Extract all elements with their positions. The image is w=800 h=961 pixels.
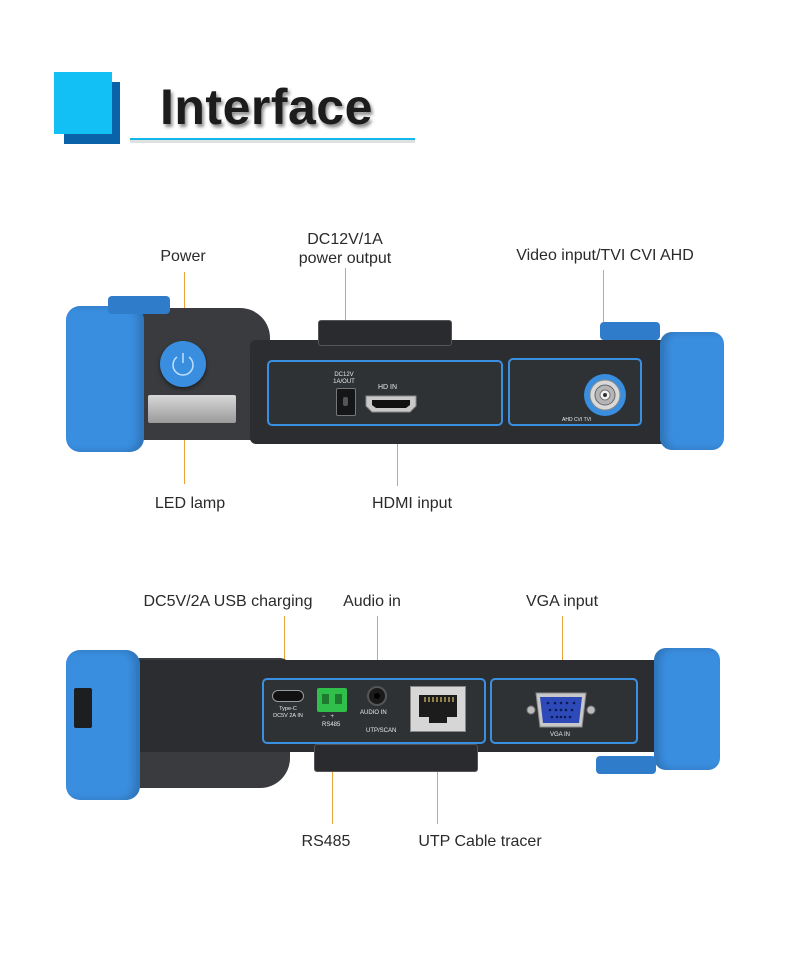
dc-port-label: DC12V 1A/OUT	[333, 372, 355, 385]
led-lamp	[148, 395, 236, 423]
leader-power	[184, 272, 185, 338]
bnc-port-label: AHD CVI TVI	[562, 417, 592, 423]
label-dc-power-output: DC12V/1A power output	[298, 231, 392, 267]
bottom-right-bumper-tab	[596, 756, 656, 774]
type-c-port-label: Type-C DC5V 2A IN	[273, 706, 303, 719]
bnc-video-port[interactable]	[582, 372, 628, 418]
top-port-panel	[267, 360, 503, 426]
power-icon	[172, 353, 194, 376]
vga-port-panel	[490, 678, 638, 744]
label-vga-input: VGA input	[525, 593, 599, 610]
hdmi-port-icon	[365, 395, 417, 413]
page-title: Interface	[160, 79, 373, 135]
leader-rs485	[332, 738, 333, 824]
rs485-port-label: RS485	[322, 722, 341, 728]
leader-vga-input	[562, 616, 563, 674]
audio-in-jack[interactable]	[367, 686, 387, 706]
label-hdmi-input: HDMI input	[371, 495, 453, 512]
header-square-front	[54, 72, 112, 134]
power-button[interactable]	[160, 341, 206, 387]
vga-connector-icon	[526, 692, 596, 728]
rj45-port-icon	[419, 695, 457, 723]
top-right-bumper	[660, 332, 724, 450]
audio-in-label: AUDIO IN	[360, 710, 387, 716]
top-device-view: Power DC12V/1A power output Video input/…	[66, 231, 724, 512]
hdmi-port-label: HD IN	[378, 384, 398, 391]
top-right-bumper-tab	[600, 322, 660, 340]
label-utp-tracer: UTP Cable tracer	[418, 833, 542, 850]
bottom-right-bumper	[654, 648, 720, 770]
header-underline	[130, 138, 415, 140]
header-underline-shadow	[130, 140, 415, 143]
rs485-terminal[interactable]	[317, 688, 347, 712]
rs485-pin-label: − +	[322, 714, 335, 720]
leader-usb-charging	[284, 616, 285, 674]
top-left-bumper-tab	[108, 296, 170, 314]
top-device-handle	[318, 320, 452, 346]
label-rs485: RS485	[301, 833, 351, 850]
top-left-bumper	[66, 306, 144, 452]
leader-led-lamp	[184, 420, 185, 484]
dc-output-port[interactable]	[336, 388, 356, 416]
utp-scan-label: UTP/SCAN	[366, 728, 397, 734]
leader-hdmi-input	[397, 420, 398, 486]
label-usb-charging: DC5V/2A USB charging	[143, 593, 313, 610]
bottom-device-view: DC5V/2A USB charging Audio in VGA input …	[0, 560, 800, 961]
label-power: Power	[160, 248, 206, 265]
leader-utp-tracer	[437, 738, 438, 824]
utp-rj45-port[interactable]	[410, 686, 466, 732]
label-video-input: Video input/TVI CVI AHD	[516, 247, 694, 264]
hdmi-port[interactable]	[364, 394, 418, 414]
type-c-port[interactable]	[272, 690, 304, 702]
bottom-device-handle	[314, 744, 478, 772]
vga-port-label: VGA IN	[550, 732, 571, 738]
label-audio-in: Audio in	[343, 593, 401, 610]
bottom-left-bumper-slot	[74, 688, 92, 728]
bnc-connector-icon	[584, 374, 626, 416]
vga-port[interactable]	[526, 690, 596, 730]
leader-audio-in	[377, 616, 378, 674]
label-led-lamp: LED lamp	[154, 495, 226, 512]
